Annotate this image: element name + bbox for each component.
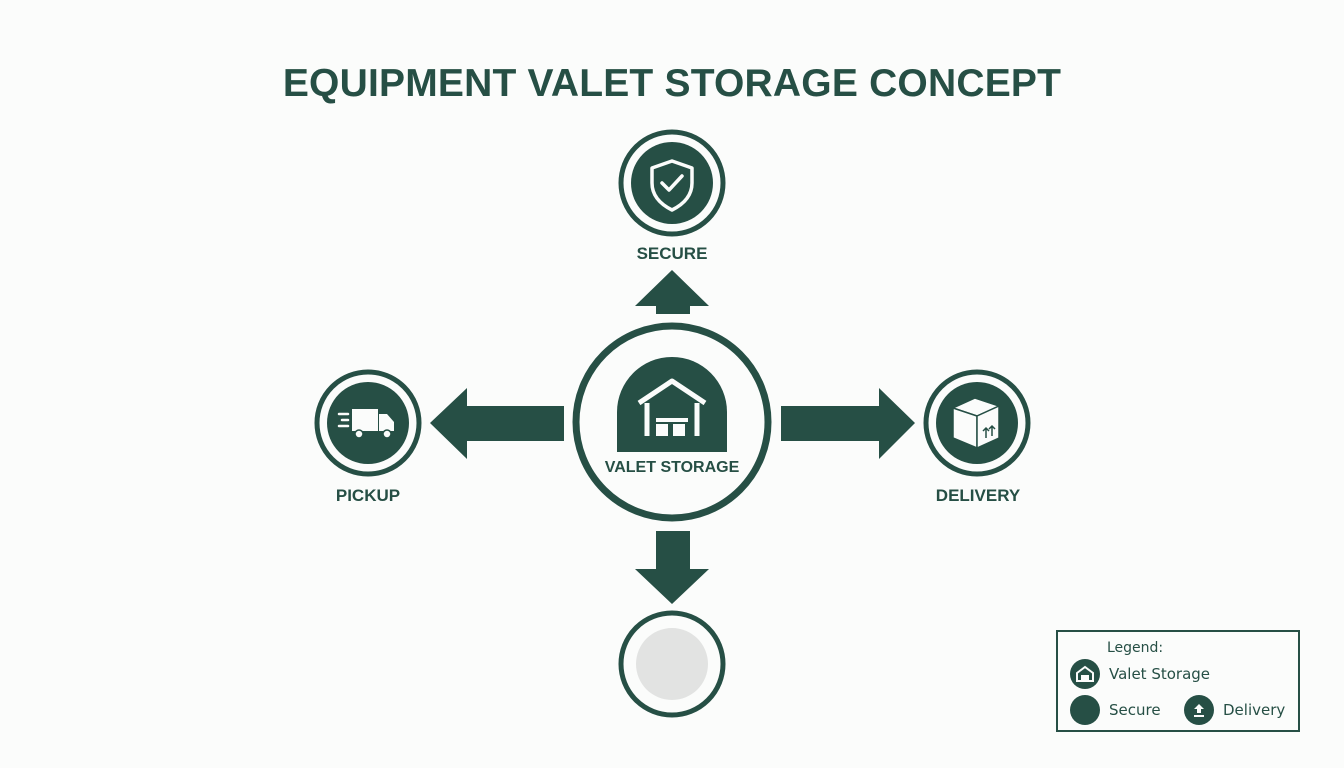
- legend-item-secure: Secure: [1070, 695, 1161, 725]
- legend-item-delivery: Delivery: [1184, 695, 1285, 725]
- delivery-truck-icon: [337, 409, 394, 439]
- warehouse-icon: [1070, 659, 1100, 689]
- pickup-label: PICKUP: [335, 486, 401, 505]
- pickup-node: [314, 369, 422, 477]
- delivery-label: DELIVERY: [935, 486, 1021, 505]
- arrow-right: [781, 388, 915, 459]
- legend-box: Legend: Valet Storage Secure Delivery: [1056, 630, 1300, 732]
- legend-label-valet-storage: Valet Storage: [1109, 665, 1211, 683]
- legend-item-valet-storage: Valet Storage: [1070, 659, 1210, 689]
- legend-secure-swatch: [1070, 695, 1100, 725]
- legend-title: Legend:: [1107, 640, 1164, 656]
- upload-arrow-icon: [1184, 695, 1214, 725]
- legend-label-delivery: Delivery: [1223, 701, 1286, 719]
- valet-storage-label: VALET STORAGE: [604, 459, 740, 476]
- empty-node: [618, 610, 726, 718]
- arrow-left: [430, 388, 564, 459]
- legend-label-secure: Secure: [1109, 701, 1161, 719]
- arrow-up: [635, 270, 709, 314]
- center-node: [572, 322, 772, 522]
- secure-node: [618, 129, 726, 237]
- page-title: EQUIPMENT VALET STORAGE CONCEPT: [282, 62, 1062, 105]
- secure-label: SECURE: [636, 244, 708, 263]
- arrow-down: [635, 531, 709, 604]
- warehouse-glyph: [637, 378, 707, 436]
- delivery-node: [923, 369, 1031, 477]
- package-box-icon: [950, 397, 1002, 450]
- shield-check-icon: [650, 159, 694, 212]
